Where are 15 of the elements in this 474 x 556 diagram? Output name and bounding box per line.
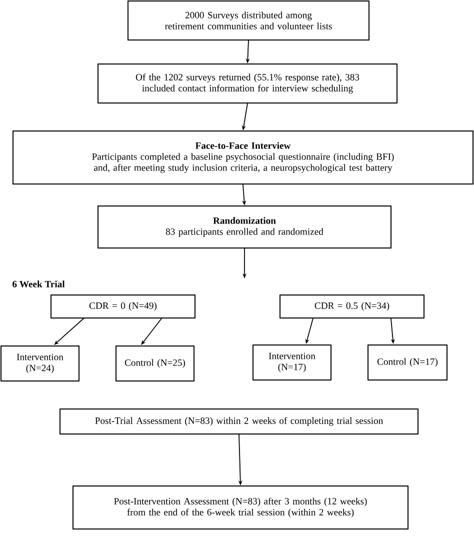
section-heading: 6 Week Trial	[12, 280, 65, 288]
arrow	[141, 318, 162, 345]
process-box: Face-to-Face Interview Participants completed a baseline psychosocial questionnaire (including BFI) and, after meeting study inclusion criteria, a neuropsychological test battery	[12, 130, 474, 184]
process-box: Of the 1202 surveys returned (55.1% response rate), 383 included contact information for interview scheduling	[98, 64, 398, 104]
process-box: CDR = 0 (N=49)	[50, 294, 196, 318]
arrow	[54, 318, 85, 345]
process-box: Intervention (N=24)	[0, 346, 80, 382]
process-box: Post-Intervention Assessment (N=83) after 3 months (12 weeks) from the end of the 6-week trial session (within 2 weeks)	[72, 486, 408, 530]
process-box: Control (N=17)	[368, 344, 448, 380]
process-box: Intervention (N=17)	[252, 344, 332, 380]
process-box: Control (N=25)	[116, 346, 194, 382]
process-box: Post-Trial Assessment (N=83) within 2 weeks of completing trial session	[60, 408, 418, 434]
process-box: Randomization 83 participants enrolled and randomized	[98, 206, 392, 248]
process-box: CDR = 0.5 (N=34)	[280, 294, 424, 318]
process-box: 2000 Surveys distributed among retirement communities and volunteer lists	[128, 0, 370, 40]
